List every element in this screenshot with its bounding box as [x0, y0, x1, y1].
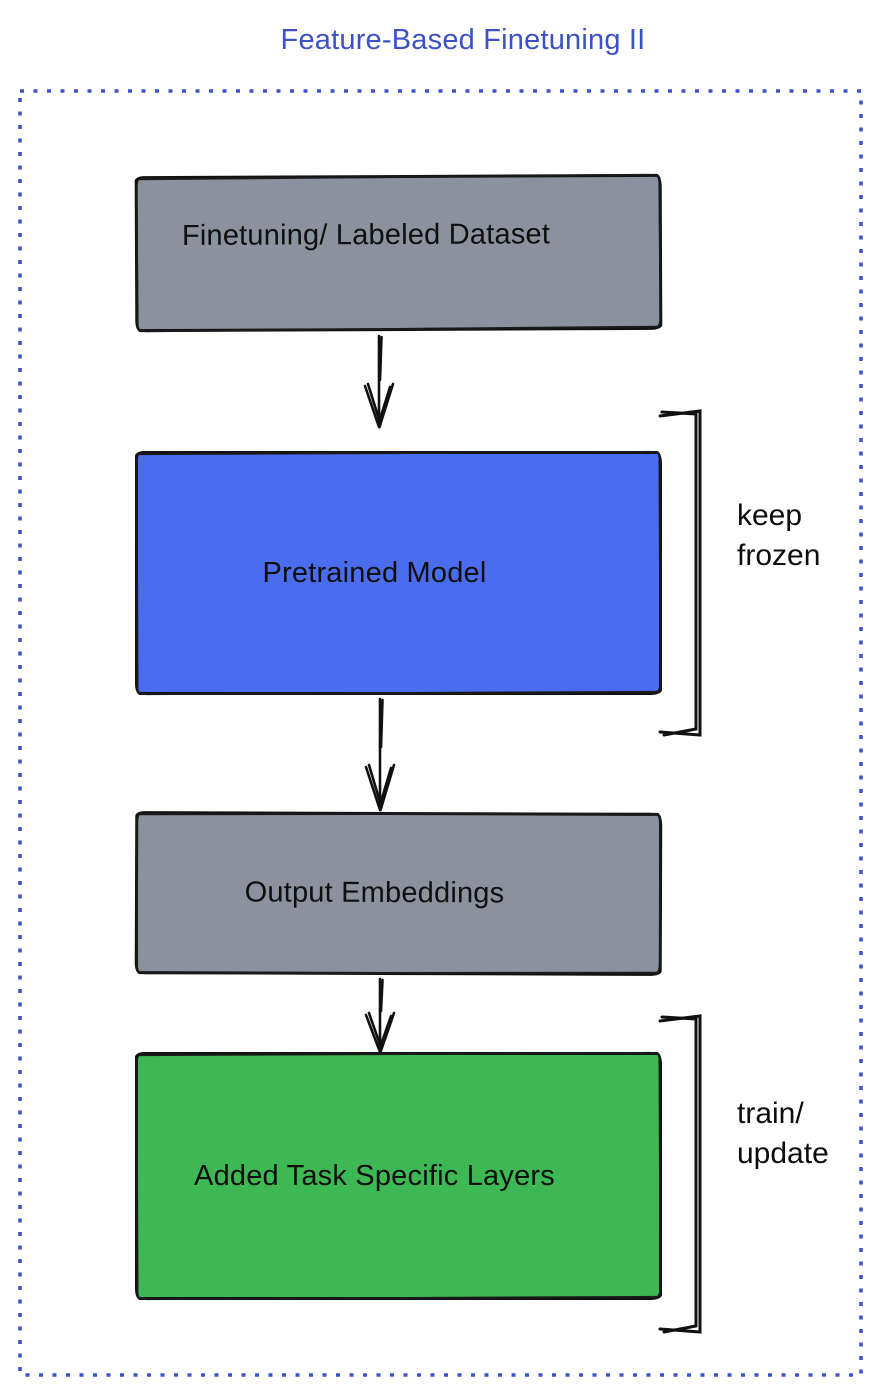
dotted-frame [18, 89, 863, 1377]
page-title: Feature-Based Finetuning II [280, 24, 646, 56]
node-finetuning-dataset: Finetuning/ Labeled Dataset [134, 173, 663, 333]
node-output-embeddings: Output Embeddings [134, 811, 663, 976]
bracket-keep-frozen-icon [658, 409, 702, 737]
node-label: Output Embeddings [244, 876, 505, 910]
node-label: Finetuning/ Labeled Dataset [181, 218, 551, 252]
flow-arrow-icon [363, 334, 395, 429]
flow-arrow-icon [364, 977, 396, 1054]
flow-arrow-icon [364, 697, 396, 812]
node-label: Added Task Specific Layers [194, 1159, 555, 1192]
node-task-specific-layers: Added Task Specific Layers [135, 1052, 662, 1300]
annotation-train-update: train/ update [737, 1097, 829, 1170]
node-pretrained-model: Pretrained Model [135, 451, 662, 695]
bracket-train-update-icon [658, 1014, 702, 1334]
annotation-keep-frozen: keep frozen [737, 499, 821, 572]
node-label: Pretrained Model [262, 556, 487, 589]
